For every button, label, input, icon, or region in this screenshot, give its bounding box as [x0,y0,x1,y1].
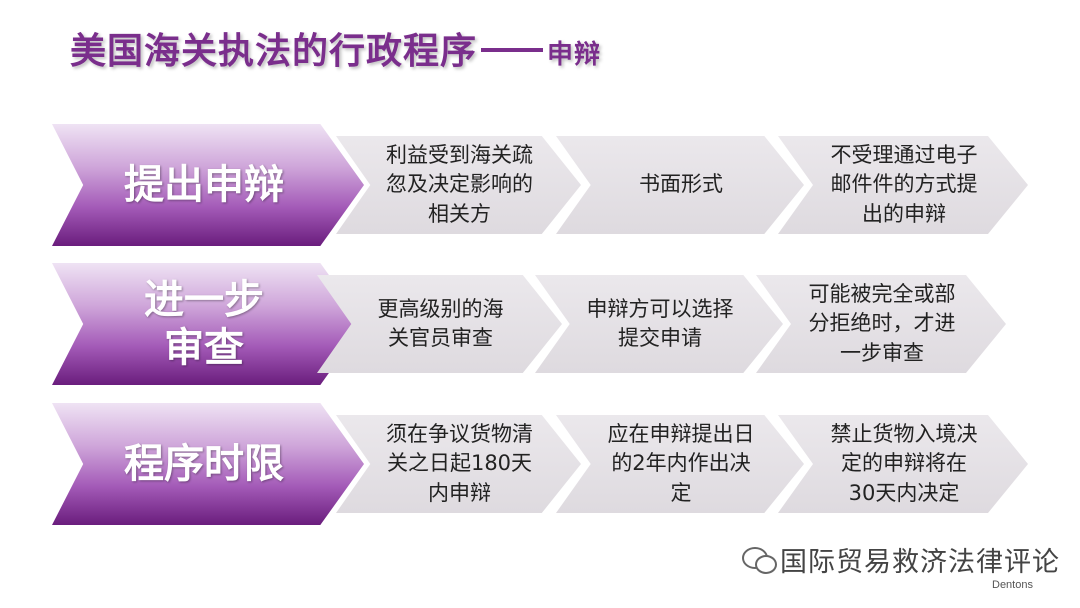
row-submit: 提出申辩 利益受到海关疏忽及决定影响的相关方 书面形式 不受理通过电子邮件件的方… [0,124,1080,246]
step-chevron: 可能被完全或部分拒绝时，才进一步审查 [756,275,1006,373]
title-main: 美国海关执法的行政程序 [70,31,478,72]
row-head-timelimit: 程序时限 [52,403,364,525]
watermark: 国际贸易救济法律评论 [742,540,1060,579]
watermark-text: 国际贸易救济法律评论 [780,547,1060,578]
step-chevron: 禁止货物入境决定的申辩将在30天内决定 [778,415,1028,513]
step-chevron: 应在申辩提出日的2年内作出决定 [556,415,804,513]
step-chevron: 更高级别的海关官员审查 [317,275,562,373]
step-text: 不受理通过电子邮件件的方式提出的申辩 [830,142,978,226]
step-chevron: 不受理通过电子邮件件的方式提出的申辩 [778,136,1028,234]
row-head-label: 进一步审查 [144,277,264,371]
title-sub: 申辩 [547,40,602,70]
wechat-icon [742,546,777,574]
row-head-label: 提出申辩 [124,162,284,208]
brand-label: Dentons [992,579,1033,591]
step-text: 更高级别的海关官员审查 [377,296,504,350]
step-chevron: 利益受到海关疏忽及决定影响的相关方 [336,136,581,234]
row-head-label: 程序时限 [124,441,284,487]
step-chevron: 须在争议货物清关之日起180天内申辩 [336,415,581,513]
title-dash [481,48,544,52]
step-text: 可能被完全或部分拒绝时，才进一步审查 [808,281,956,365]
row-head-review: 进一步审查 [52,263,364,385]
step-chevron: 书面形式 [556,136,804,234]
step-chevron: 申辩方可以选择提交申请 [535,275,783,373]
row-head-submit: 提出申辩 [52,124,364,246]
step-text: 书面形式 [639,172,723,197]
step-text: 申辩方可以选择提交申请 [586,296,734,350]
page-title: 美国海关执法的行政程序 申辩 [70,22,601,74]
row-timelimit: 程序时限 须在争议货物清关之日起180天内申辩 应在申辩提出日的2年内作出决定 … [0,403,1080,525]
step-text: 禁止货物入境决定的申辩将在30天内决定 [830,421,978,505]
step-text: 应在申辩提出日的2年内作出决定 [607,421,755,505]
step-text: 须在争议货物清关之日起180天内申辩 [386,421,533,505]
step-text: 利益受到海关疏忽及决定影响的相关方 [386,142,533,226]
row-review: 进一步审查 更高级别的海关官员审查 申辩方可以选择提交申请 可能被完全或部分拒绝… [0,263,1080,385]
